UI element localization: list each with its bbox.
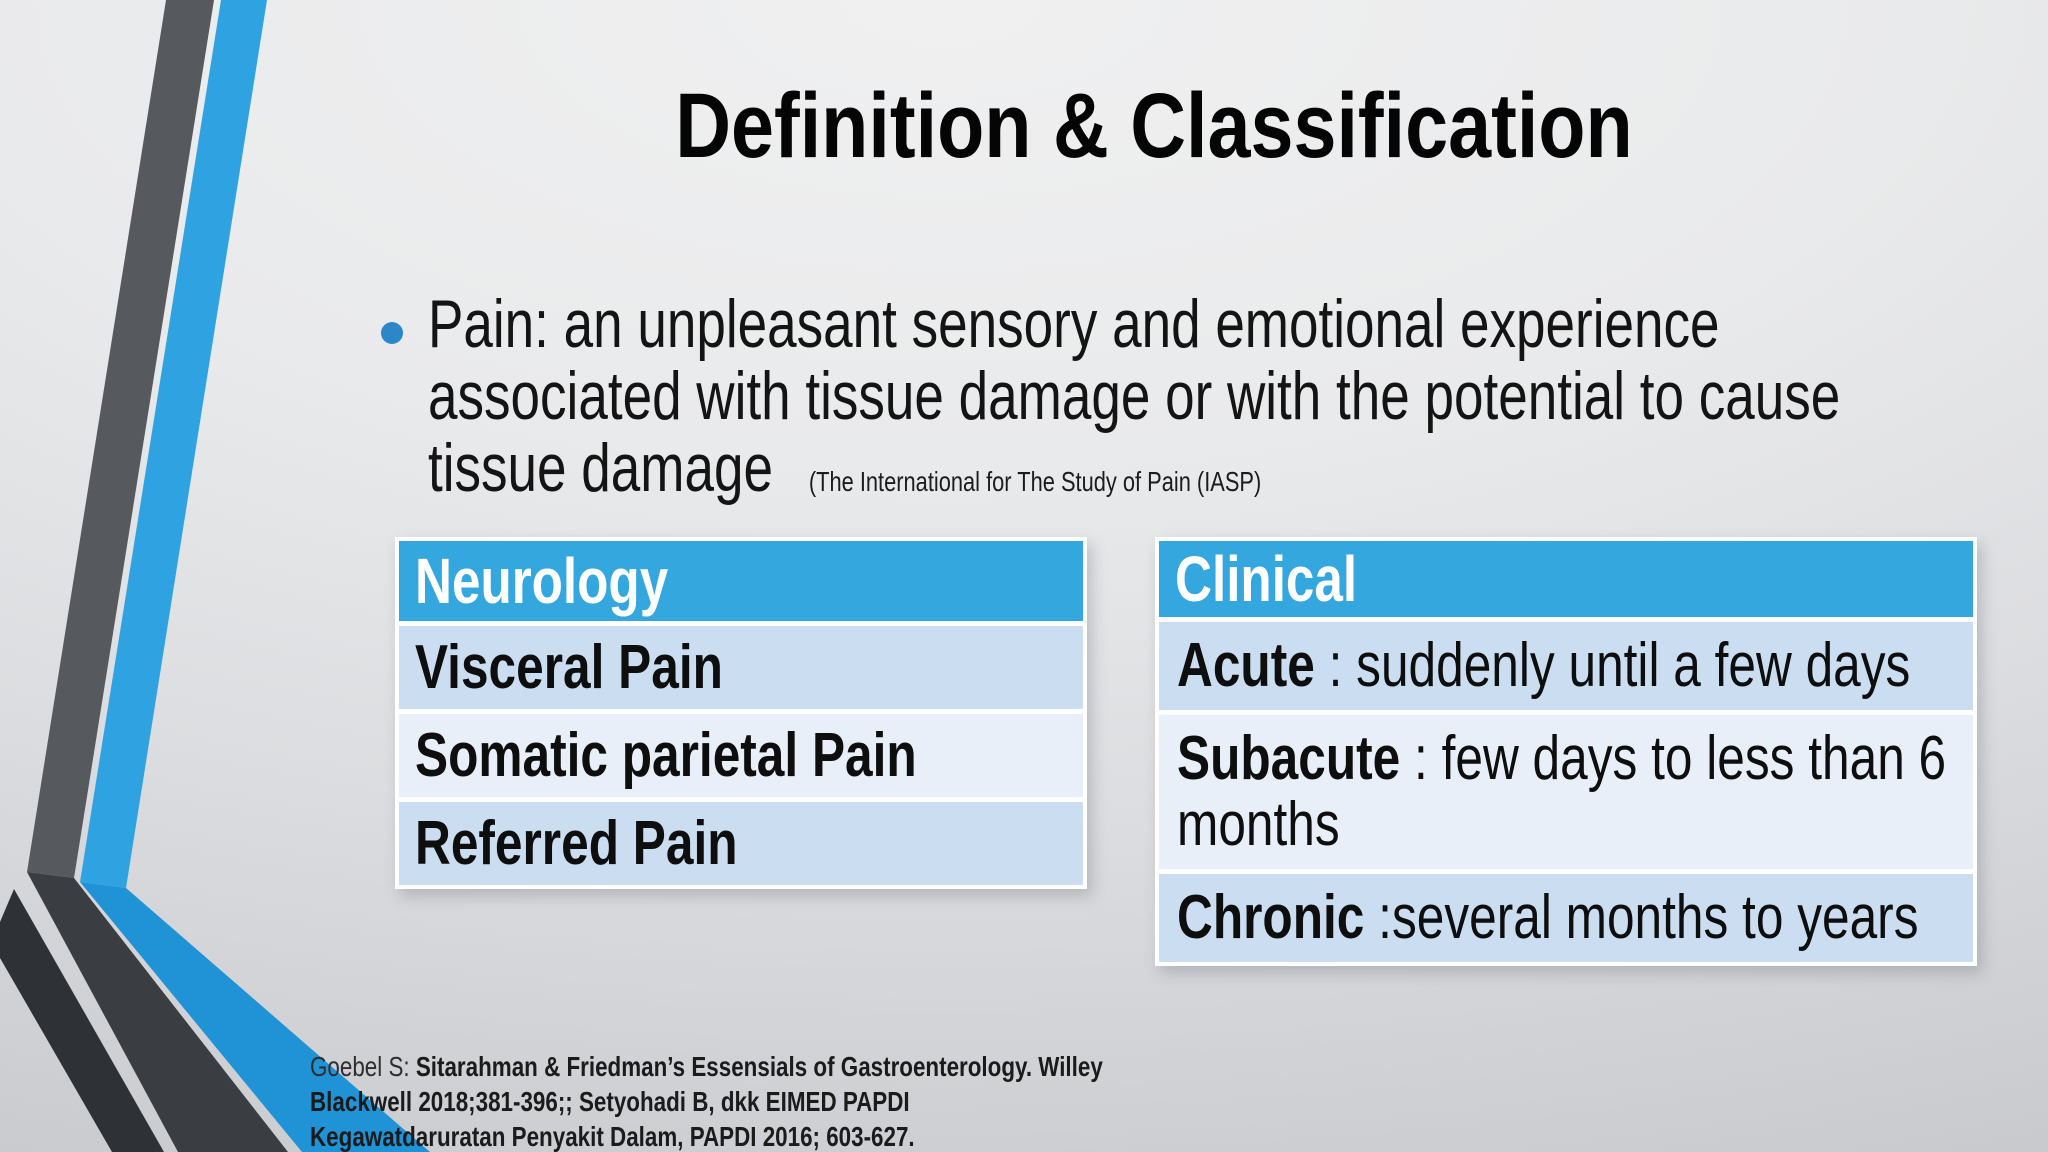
neurology-row-visceral: Visceral Pain xyxy=(415,633,723,702)
neurology-table-header: Neurology xyxy=(399,541,1083,621)
slide-title: Definition & Classification xyxy=(675,75,1633,177)
citation-line-2: Blackwell 2018;381-396;; Setyohadi B, dk… xyxy=(310,1086,910,1117)
ribbon-blue-lower xyxy=(80,882,430,1152)
ribbon-gray-lower xyxy=(27,872,288,1152)
definition-line-3-text: tissue damage xyxy=(428,430,773,506)
reference-citation: Goebel S: Sitarahman & Friedman’s Essens… xyxy=(310,1049,1301,1152)
table-row: Somatic parietal Pain xyxy=(399,709,1083,797)
clinical-row-acute: Acute : suddenly until a few days xyxy=(1177,633,1955,699)
definition-line-3: tissue damage (The International for The … xyxy=(428,432,1840,518)
citation-line-1-text: Sitarahman & Friedman’s Essensials of Ga… xyxy=(415,1051,1103,1082)
neurology-row-referred: Referred Pain xyxy=(415,809,738,878)
table-row: Visceral Pain xyxy=(399,621,1083,709)
definition-line-1: Pain: an unpleasant sensory and emotiona… xyxy=(428,286,1720,362)
ribbon-dark-sliver xyxy=(0,889,164,1152)
title-block: Definition & Classification xyxy=(260,74,2048,179)
citation-line-3: Kegawatdaruratan Penyakit Dalam, PAPDI 2… xyxy=(310,1121,915,1152)
neurology-row-somatic: Somatic parietal Pain xyxy=(415,721,917,790)
clinical-table-header: Clinical xyxy=(1159,541,1973,617)
bullet-point-icon xyxy=(381,322,403,344)
table-row: Chronic :several months to years xyxy=(1159,869,1973,962)
citation-line-1: Goebel S: Sitarahman & Friedman’s Essens… xyxy=(310,1049,1103,1084)
subacute-desc: : few days to less than 6 months xyxy=(1177,724,1947,859)
neurology-header-label: Neurology xyxy=(415,545,669,617)
pain-definition-paragraph: Pain: an unpleasant sensory and emotiona… xyxy=(428,288,2048,518)
table-row: Subacute : few days to less than 6 month… xyxy=(1159,710,1973,869)
ribbon-gray-upper xyxy=(27,0,214,878)
clinical-table: Clinical Acute : suddenly until a few da… xyxy=(1155,537,1977,966)
ribbon-blue-upper xyxy=(80,0,267,888)
clinical-header-label: Clinical xyxy=(1175,543,1358,615)
clinical-row-chronic: Chronic :several months to years xyxy=(1177,885,1955,951)
iasp-source-annotation: (The International for The Study of Pain… xyxy=(808,466,1262,497)
table-row: Referred Pain xyxy=(399,797,1083,885)
clinical-row-subacute: Subacute : few days to less than 6 month… xyxy=(1177,726,1955,858)
table-row: Acute : suddenly until a few days xyxy=(1159,617,1973,710)
subacute-term: Subacute xyxy=(1177,724,1401,793)
chronic-desc: :several months to years xyxy=(1364,883,1919,952)
citation-author-prefix: Goebel S: xyxy=(310,1051,416,1082)
acute-term: Acute xyxy=(1177,631,1315,700)
chronic-term: Chronic xyxy=(1177,883,1365,952)
acute-desc: : suddenly until a few days xyxy=(1314,631,1911,700)
neurology-table: Neurology Visceral Pain Somatic parietal… xyxy=(395,537,1087,889)
definition-line-2: associated with tissue damage or with th… xyxy=(428,358,1841,434)
